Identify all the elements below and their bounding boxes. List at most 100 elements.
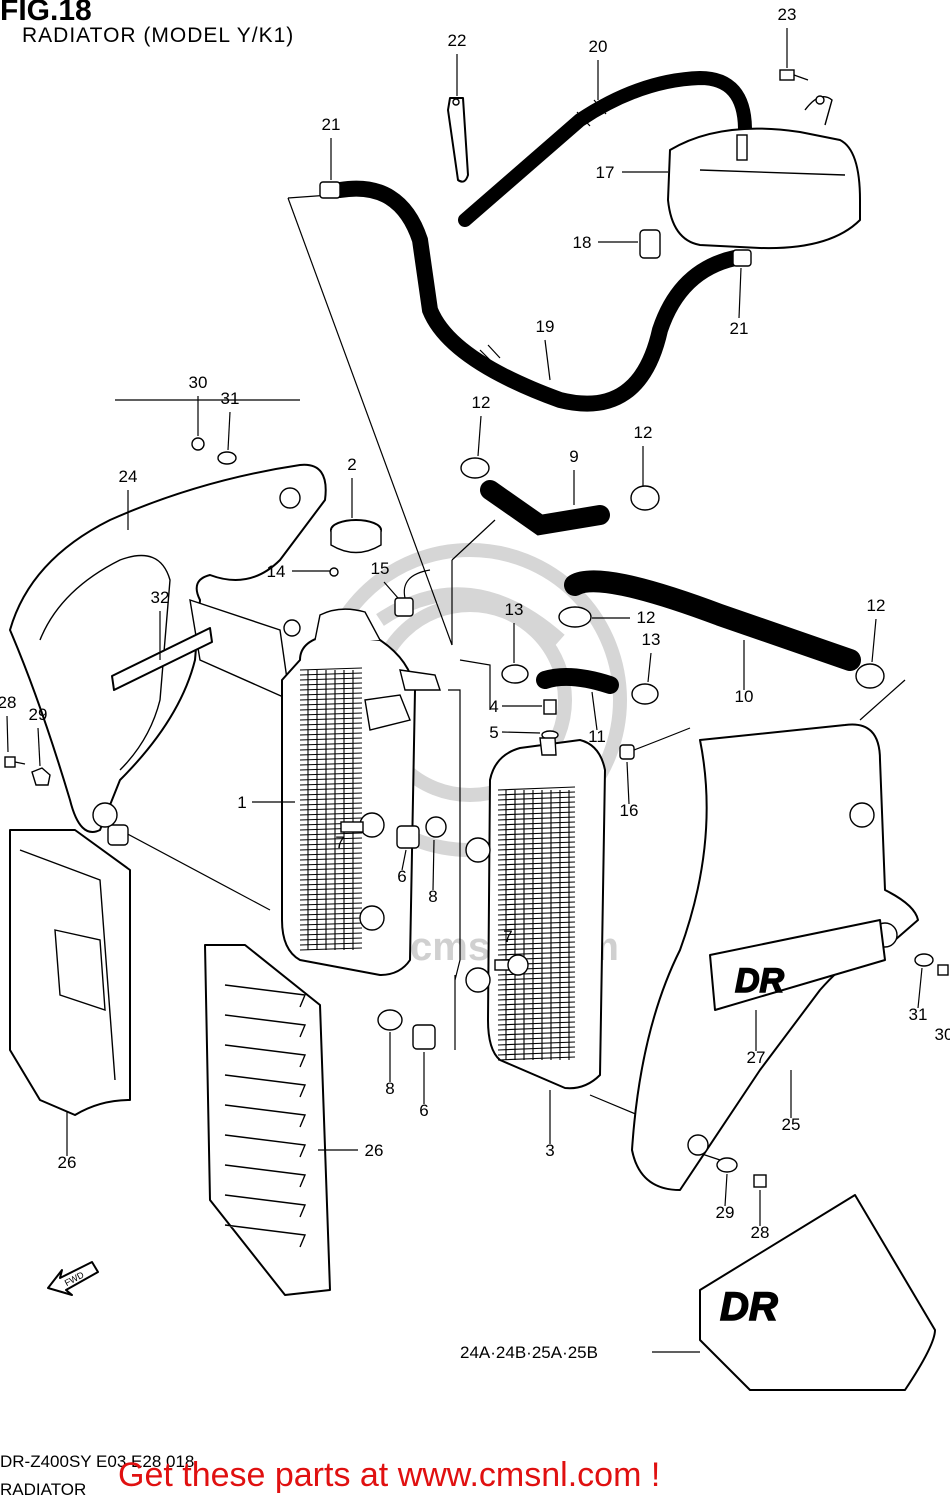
guard-slat — [224, 1074, 307, 1098]
radiator-fin — [299, 757, 363, 761]
callout-label: 2 — [347, 455, 356, 474]
radiator-fin — [299, 882, 363, 886]
radiator-right — [465, 737, 606, 1090]
radiator-fin — [299, 907, 363, 911]
radiator-fin — [497, 996, 576, 1001]
radiator-fin — [497, 916, 576, 921]
callout-label: 5 — [489, 723, 498, 742]
callout-label: 30 — [189, 373, 208, 392]
radiator-fin — [299, 857, 363, 861]
decal-kit-label: 24A·24B·25A·25B — [460, 1343, 598, 1362]
callout-label: 24 — [119, 467, 138, 486]
radiator-fin — [497, 806, 576, 811]
radiator-fin — [299, 767, 363, 771]
radiator-fin — [497, 841, 576, 846]
radiator-fin — [299, 737, 363, 741]
guard-slat — [224, 1134, 307, 1158]
radiator-fin — [299, 927, 363, 931]
radiator-fin — [299, 802, 363, 806]
guard-slat — [224, 1164, 307, 1188]
radiator-fin — [497, 846, 576, 851]
radiator-fin — [299, 852, 363, 856]
radiator-fin — [299, 742, 363, 746]
callout-leader-line — [432, 839, 435, 891]
radiator-fin — [497, 801, 576, 806]
radiator-hose-upper — [480, 480, 610, 536]
guard-slat — [224, 1044, 307, 1068]
callout-label: 19 — [536, 317, 555, 336]
decal-set: DR — [699, 1194, 936, 1391]
guard-slat — [224, 984, 307, 1008]
radiator-fin — [299, 697, 363, 701]
radiator-fin — [497, 981, 576, 986]
radiator-hose-long — [564, 570, 861, 671]
radiator-fin — [497, 1051, 576, 1056]
callout-label: 13 — [642, 630, 661, 649]
callout-label: 18 — [573, 233, 592, 252]
radiator-fin — [497, 1026, 576, 1031]
callout-label: 12 — [867, 596, 886, 615]
callout-leader-line — [501, 731, 541, 734]
guard-slats — [224, 984, 307, 1248]
radiator-fin — [497, 1006, 576, 1011]
callout-label: 14 — [267, 562, 286, 581]
radiator-guard-left — [9, 829, 131, 1116]
radiator-fin — [299, 747, 363, 751]
guard-slat — [224, 1104, 307, 1128]
radiator-fin — [299, 797, 363, 801]
callout-label: 4 — [489, 697, 498, 716]
radiator-fin — [299, 727, 363, 731]
callout-leader-line — [37, 727, 41, 767]
radiator-fin — [497, 861, 576, 866]
radiator-fin — [497, 1011, 576, 1016]
radiator-fin — [299, 867, 363, 871]
radiator-fin — [497, 786, 576, 791]
radiator-fin — [299, 717, 363, 721]
radiator-fin — [497, 856, 576, 861]
callout-label: 26 — [58, 1153, 77, 1172]
clamp-22 — [447, 97, 469, 183]
callout-leader-line — [401, 849, 407, 871]
radiator-fin — [299, 682, 363, 686]
guard-slat — [224, 1194, 307, 1218]
callout-label: 6 — [397, 867, 406, 886]
radiator-fin — [299, 832, 363, 836]
radiator-guard-center — [204, 944, 331, 1296]
callout-label: 6 — [419, 1101, 428, 1120]
clamp-21 — [319, 181, 752, 267]
callout-label: 20 — [589, 37, 608, 56]
callout-label: 16 — [620, 801, 639, 820]
callout-label: 13 — [505, 600, 524, 619]
callout-label: 7 — [335, 833, 344, 852]
radiator-fin — [299, 732, 363, 736]
radiator-fin — [497, 891, 576, 896]
callout-label: 12 — [634, 423, 653, 442]
radiator-fin — [497, 1056, 576, 1061]
callout-label: 28 — [751, 1223, 770, 1242]
callout-label: 26 — [365, 1141, 384, 1160]
promo-link-text[interactable]: Get these parts at www.cmsnl.com ! — [118, 1456, 661, 1494]
callout-label: 8 — [385, 1079, 394, 1098]
radiator-fin — [497, 931, 576, 936]
grommet-18 — [639, 229, 661, 259]
decal-set-logo-text: DR — [720, 1285, 778, 1329]
bolt-14 — [329, 567, 339, 577]
radiator-fin — [497, 986, 576, 991]
callout-leader-line — [6, 715, 9, 753]
radiator-fin — [299, 942, 363, 946]
radiator-fin — [299, 707, 363, 711]
radiator-fin — [497, 836, 576, 841]
sensor-16 — [619, 727, 691, 760]
radiator-fin — [299, 847, 363, 851]
radiator-fin — [299, 687, 363, 691]
reservoir-tank — [667, 95, 861, 250]
section-name: RADIATOR — [0, 1480, 87, 1499]
callout-leader-line — [477, 415, 482, 457]
radiator-fin — [299, 702, 363, 706]
radiator-fin — [497, 1016, 576, 1021]
radiator-fin — [497, 926, 576, 931]
radiator-fin — [299, 932, 363, 936]
radiator-fin — [299, 917, 363, 921]
radiator-fin — [497, 936, 576, 941]
callout-leader-line — [724, 1173, 728, 1207]
